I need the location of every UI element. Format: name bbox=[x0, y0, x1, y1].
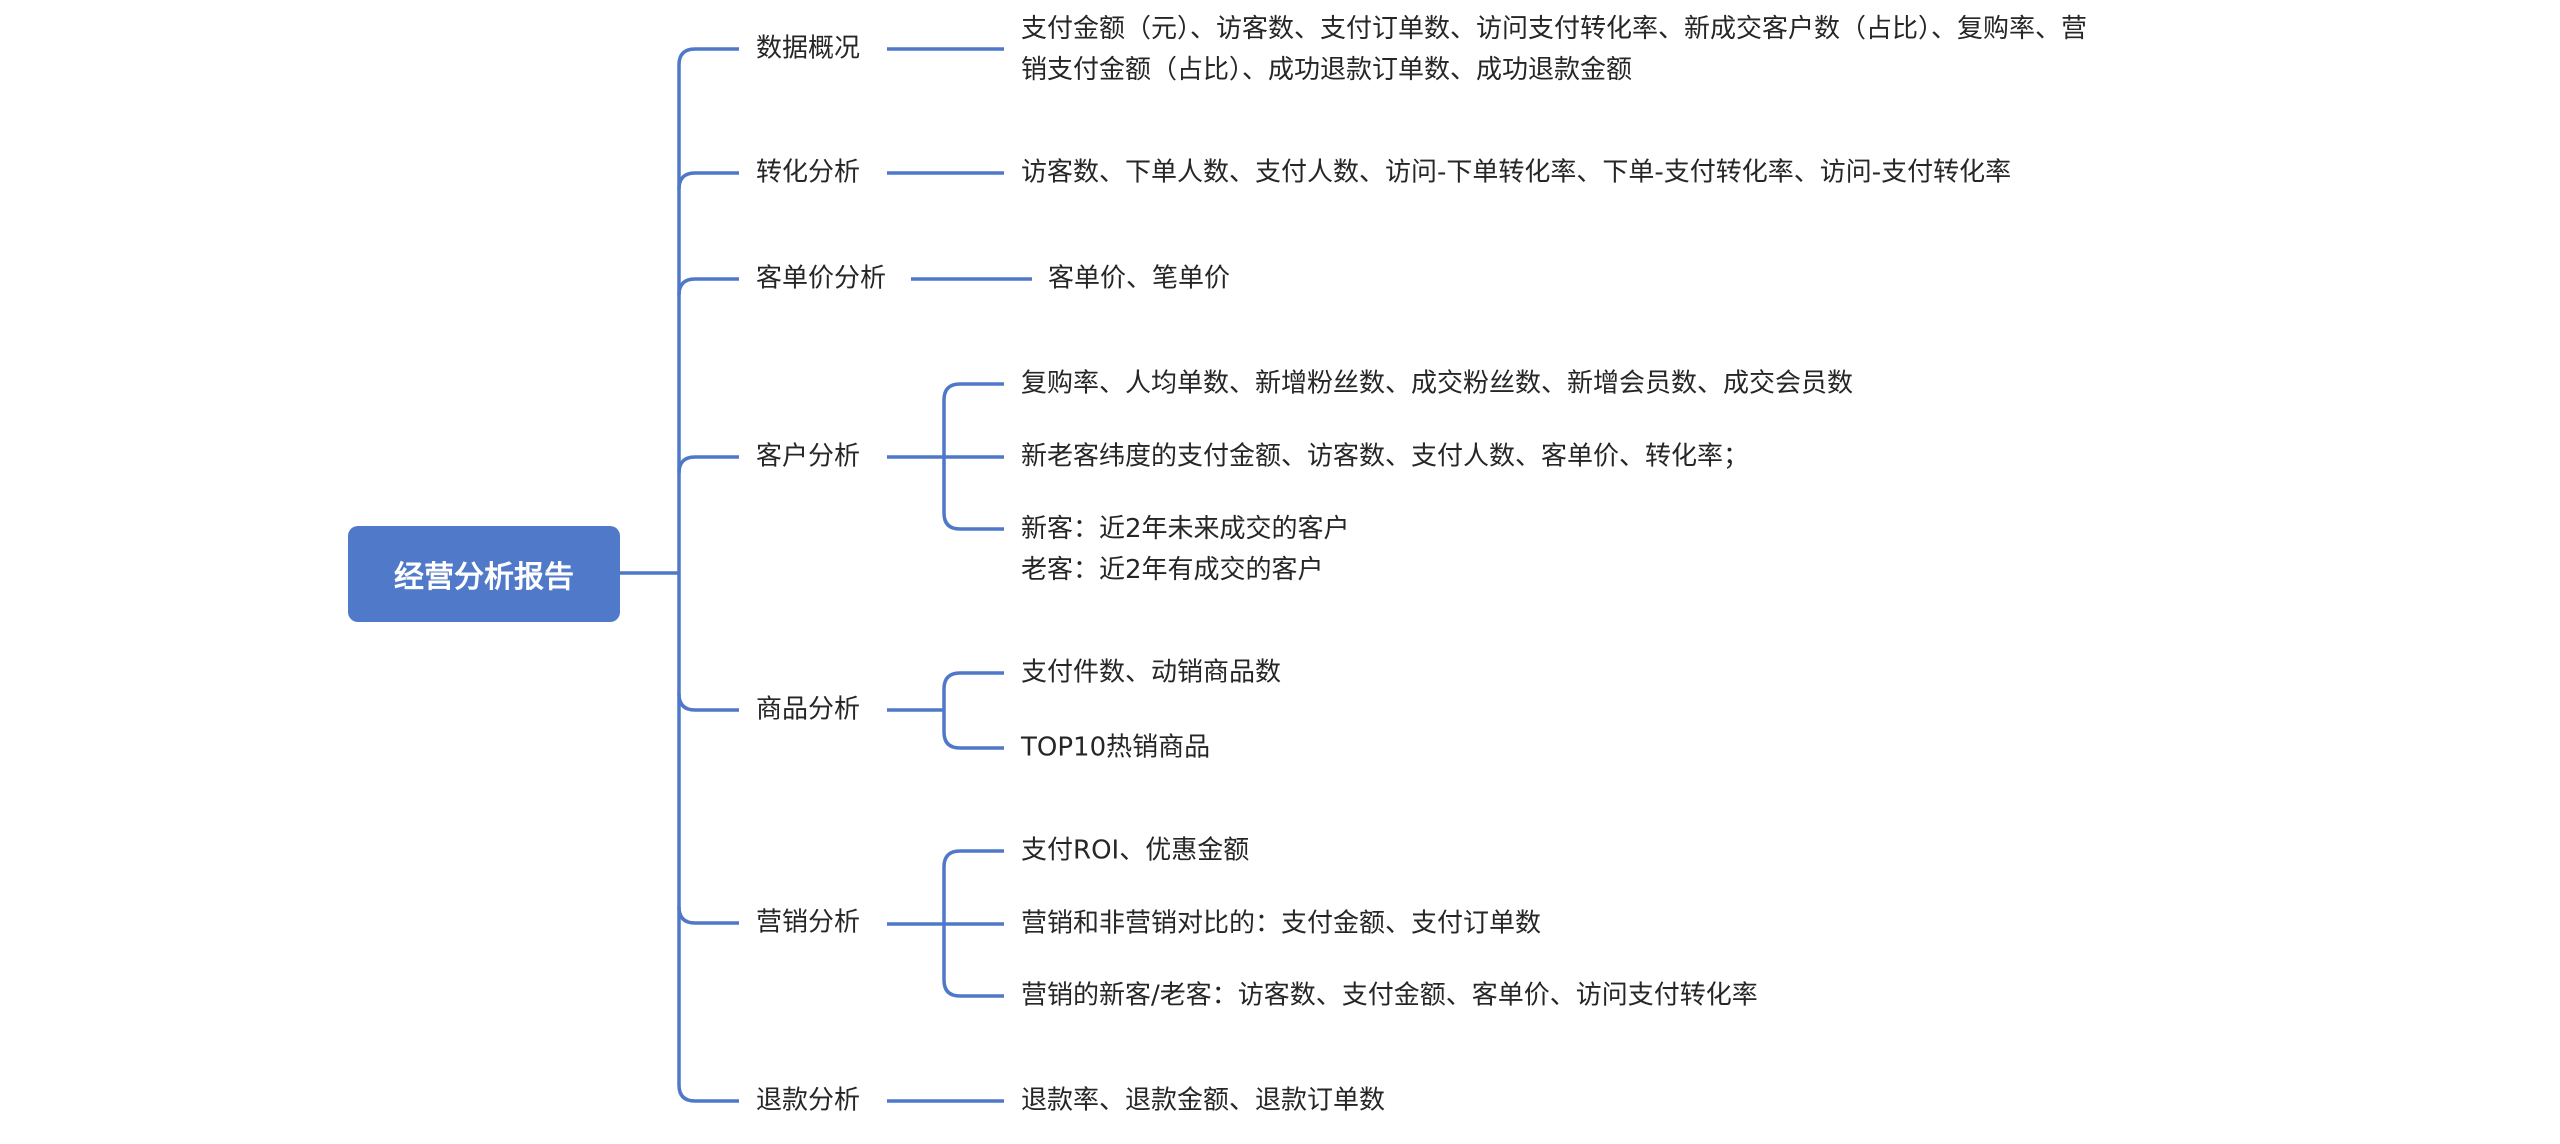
branch-refund[interactable]: 退款分析 bbox=[756, 1085, 861, 1116]
trunk-branch-4 bbox=[677, 455, 739, 474]
branch-unit-price[interactable]: 客单价分析 bbox=[756, 263, 887, 294]
leaf-marketing-1[interactable]: 支付ROI、优惠金额 bbox=[1021, 835, 1250, 866]
branch-data-overview[interactable]: 数据概况 bbox=[756, 33, 861, 64]
leaf-line: 新客：近2年未来成交的客户 bbox=[1021, 514, 1350, 544]
leaf-line: 销支付金额（占比）、成功退款订单数、成功退款金额 bbox=[1021, 55, 1633, 85]
leaf-product-2[interactable]: TOP10热销商品 bbox=[1021, 732, 1211, 763]
trunk bbox=[677, 47, 739, 1103]
bracket-4 bbox=[887, 382, 1004, 531]
leaf-customer-3[interactable]: 新客：近2年未来成交的客户 老客：近2年有成交的客户 bbox=[1021, 509, 1350, 591]
trunk-branch-3 bbox=[677, 277, 739, 296]
leaf-line: 老客：近2年有成交的客户 bbox=[1021, 555, 1324, 585]
leaf-data-overview[interactable]: 支付金额（元）、访客数、支付订单数、访问支付转化率、新成交客户数（占比）、复购率… bbox=[1021, 9, 2087, 91]
leaf-customer-2[interactable]: 新老客纬度的支付金额、访客数、支付人数、客单价、转化率； bbox=[1021, 441, 1750, 472]
root-label: 经营分析报告 bbox=[394, 560, 574, 595]
leaf-marketing-3[interactable]: 营销的新客/老客：访客数、支付金额、客单价、访问支付转化率 bbox=[1021, 980, 1758, 1011]
leaf-line: 支付金额（元）、访客数、支付订单数、访问支付转化率、新成交客户数（占比）、复购率… bbox=[1021, 14, 2088, 44]
leaf-product-1[interactable]: 支付件数、动销商品数 bbox=[1021, 657, 1282, 688]
trunk-branch-6 bbox=[677, 906, 739, 925]
bracket-6 bbox=[887, 849, 1004, 998]
root-node[interactable]: 经营分析报告 bbox=[348, 526, 620, 622]
branch-product[interactable]: 商品分析 bbox=[756, 694, 861, 725]
trunk-branch-5 bbox=[677, 693, 739, 712]
leaf-conversion[interactable]: 访客数、下单人数、支付人数、访问-下单转化率、下单-支付转化率、访问-支付转化率 bbox=[1021, 157, 2012, 188]
branch-conversion[interactable]: 转化分析 bbox=[756, 157, 861, 188]
leaf-customer-1[interactable]: 复购率、人均单数、新增粉丝数、成交粉丝数、新增会员数、成交会员数 bbox=[1021, 368, 1854, 399]
leaf-marketing-2[interactable]: 营销和非营销对比的：支付金额、支付订单数 bbox=[1021, 908, 1542, 939]
bracket-5 bbox=[887, 671, 1004, 750]
leaf-refund[interactable]: 退款率、退款金额、退款订单数 bbox=[1021, 1085, 1386, 1116]
trunk-branch-2 bbox=[677, 171, 739, 190]
branch-marketing[interactable]: 营销分析 bbox=[756, 907, 861, 938]
branch-customer[interactable]: 客户分析 bbox=[756, 441, 861, 472]
leaf-unit-price[interactable]: 客单价、笔单价 bbox=[1048, 263, 1231, 294]
